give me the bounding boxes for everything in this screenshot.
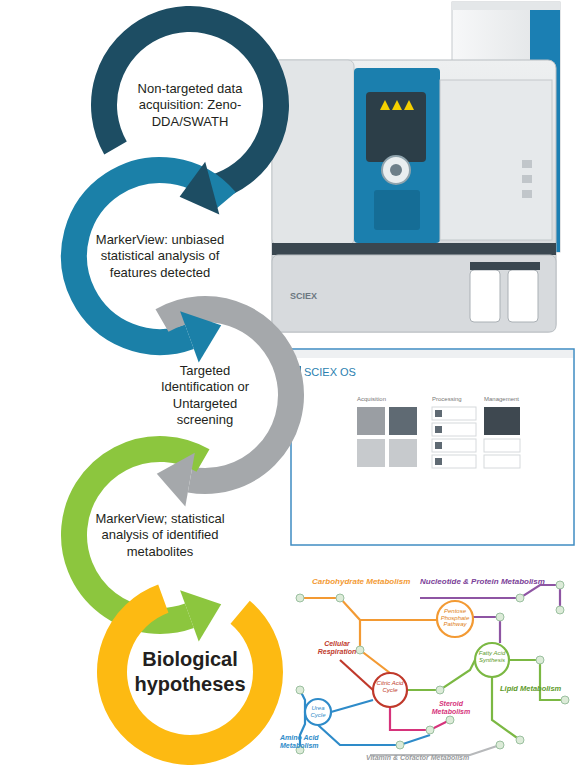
cycle-arrow <box>157 453 195 507</box>
illustration-label: Cellular Respiration <box>312 640 362 655</box>
illustration-label: Urea Cycle <box>305 705 331 718</box>
ring-text: Non-targeted data acquisition: Zeno-DDA/… <box>126 81 254 130</box>
cycle-arrow <box>180 162 220 215</box>
cycle-ring: MarkerView: unbiased statistical analysi… <box>59 155 261 357</box>
arrow-head <box>180 162 220 215</box>
illustration-label: Nucleotide & Protein Metabolism <box>420 578 570 587</box>
illustration-label: Processing <box>432 396 482 403</box>
arrow-head <box>157 453 195 507</box>
cycle-arrow <box>180 590 221 641</box>
illustration-label: Pentose Phosphate Pathway <box>439 608 471 628</box>
mass-spectrometer <box>272 2 560 332</box>
ring-text: Biological hypotheses <box>130 647 250 697</box>
arrow-head <box>180 311 221 362</box>
step-label: Non-targeted data acquisition: Zeno-DDA/… <box>126 81 254 130</box>
step-label: Targeted Identification or Untargeted sc… <box>149 363 261 428</box>
illustration-label: Citric Acid Cycle <box>375 680 405 693</box>
cycle-arrow <box>180 311 221 362</box>
pathway-map <box>296 581 569 755</box>
arrow-head <box>180 590 221 641</box>
software-screenshot <box>291 349 574 545</box>
illustration-label: SCIEX <box>290 292 350 302</box>
illustration-label: Amino Acid Metabolism <box>280 734 350 749</box>
cycle-ring: Biological hypotheses <box>95 577 285 765</box>
ring-text: MarkerView; statistical analysis of iden… <box>93 511 227 560</box>
illustration-label: Lipid Metabolism <box>500 685 570 693</box>
illustration-label: Acquisition <box>357 396 417 403</box>
ring-text: Targeted Identification or Untargeted sc… <box>149 363 261 428</box>
ring-text: MarkerView: unbiased statistical analysi… <box>93 232 227 281</box>
ring-outline <box>95 577 285 765</box>
illustration-label: Carbohydrate Metabolism <box>312 578 432 587</box>
ring-arc <box>112 599 268 750</box>
illustration-label: SCIEX OS <box>304 366 384 378</box>
step-label: Biological hypotheses <box>130 647 250 697</box>
step-label: MarkerView: unbiased statistical analysi… <box>93 232 227 281</box>
illustration-label: Management <box>484 396 544 403</box>
illustration-label: Fatty Acid Synthesis <box>477 650 507 663</box>
illustration-label: Steroid Metabolism <box>428 700 474 715</box>
illustration-label: Vitamin & Cofactor Metabolism <box>366 754 516 762</box>
step-label: MarkerView; statistical analysis of iden… <box>93 511 227 560</box>
